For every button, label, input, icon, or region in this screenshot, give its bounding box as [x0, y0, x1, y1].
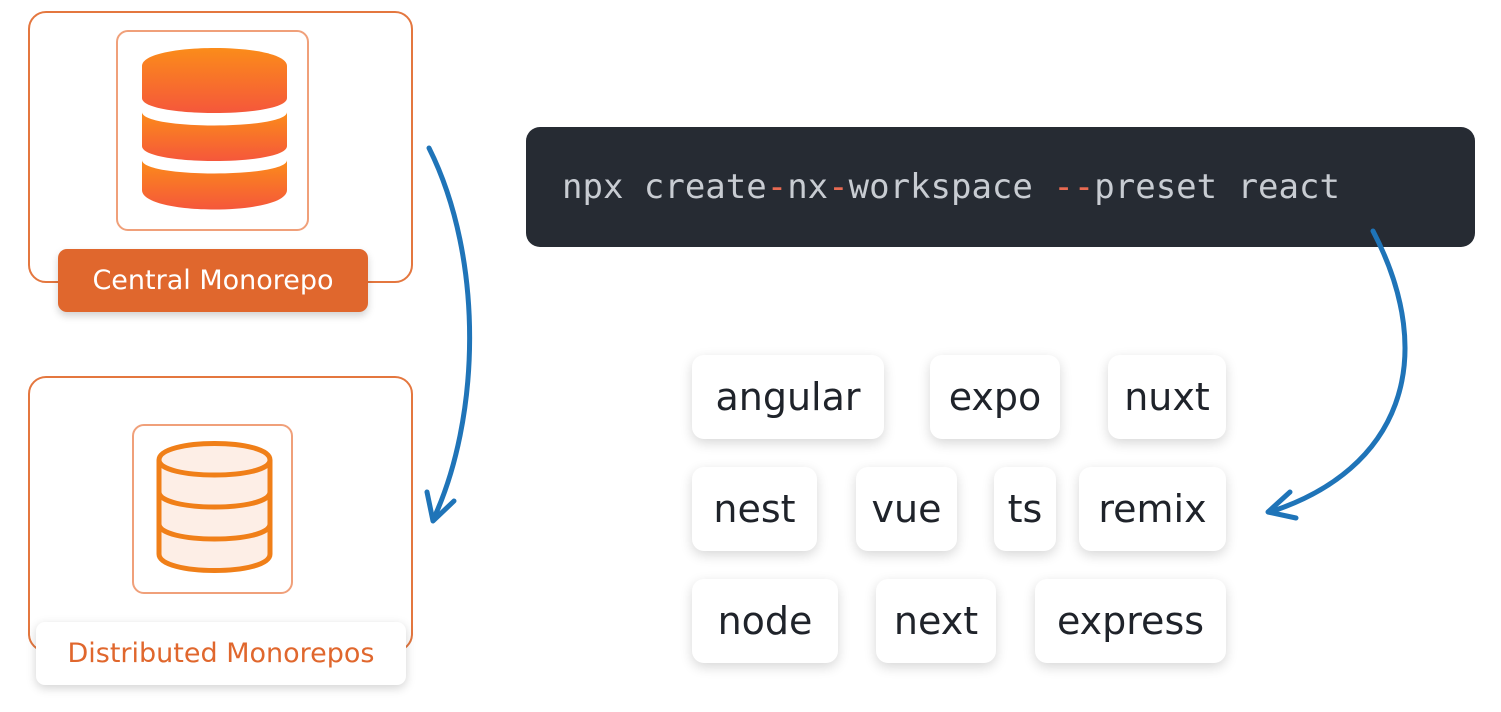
central-database-tile [116, 30, 309, 231]
central-to-distributed-arrowhead [424, 489, 457, 524]
chip-remix: remix [1079, 467, 1226, 551]
command-part: workspace [848, 167, 1054, 207]
distributed-database-tile [132, 424, 293, 594]
command-dash: - [766, 167, 788, 207]
distributed-monorepos-label: Distributed Monorepos [36, 622, 406, 685]
command-dash: -- [1053, 167, 1095, 207]
chip-ts: ts [994, 467, 1056, 551]
chip-next: next [876, 579, 996, 663]
central-monorepo-label: Central Monorepo [58, 249, 368, 312]
chip-nuxt: nuxt [1108, 355, 1226, 439]
central-to-distributed-arrow [426, 145, 473, 523]
chip-nest: nest [692, 467, 817, 551]
command-part: nx [787, 167, 829, 207]
command-dash: - [828, 167, 849, 207]
chip-vue: vue [856, 467, 957, 551]
database-filled-icon [142, 48, 287, 210]
chip-angular: angular [692, 355, 884, 439]
terminal-command: npx create-nx-workspace --preset react [526, 127, 1475, 247]
command-to-frameworks-arrow [1267, 228, 1408, 515]
database-outline-icon [156, 441, 273, 573]
command-to-frameworks-arrowhead [1265, 489, 1299, 521]
chip-node: node [692, 579, 838, 663]
chip-expo: expo [930, 355, 1060, 439]
chip-express: express [1035, 579, 1226, 663]
command-part: npx create [562, 167, 767, 207]
command-part: preset react [1094, 167, 1340, 207]
